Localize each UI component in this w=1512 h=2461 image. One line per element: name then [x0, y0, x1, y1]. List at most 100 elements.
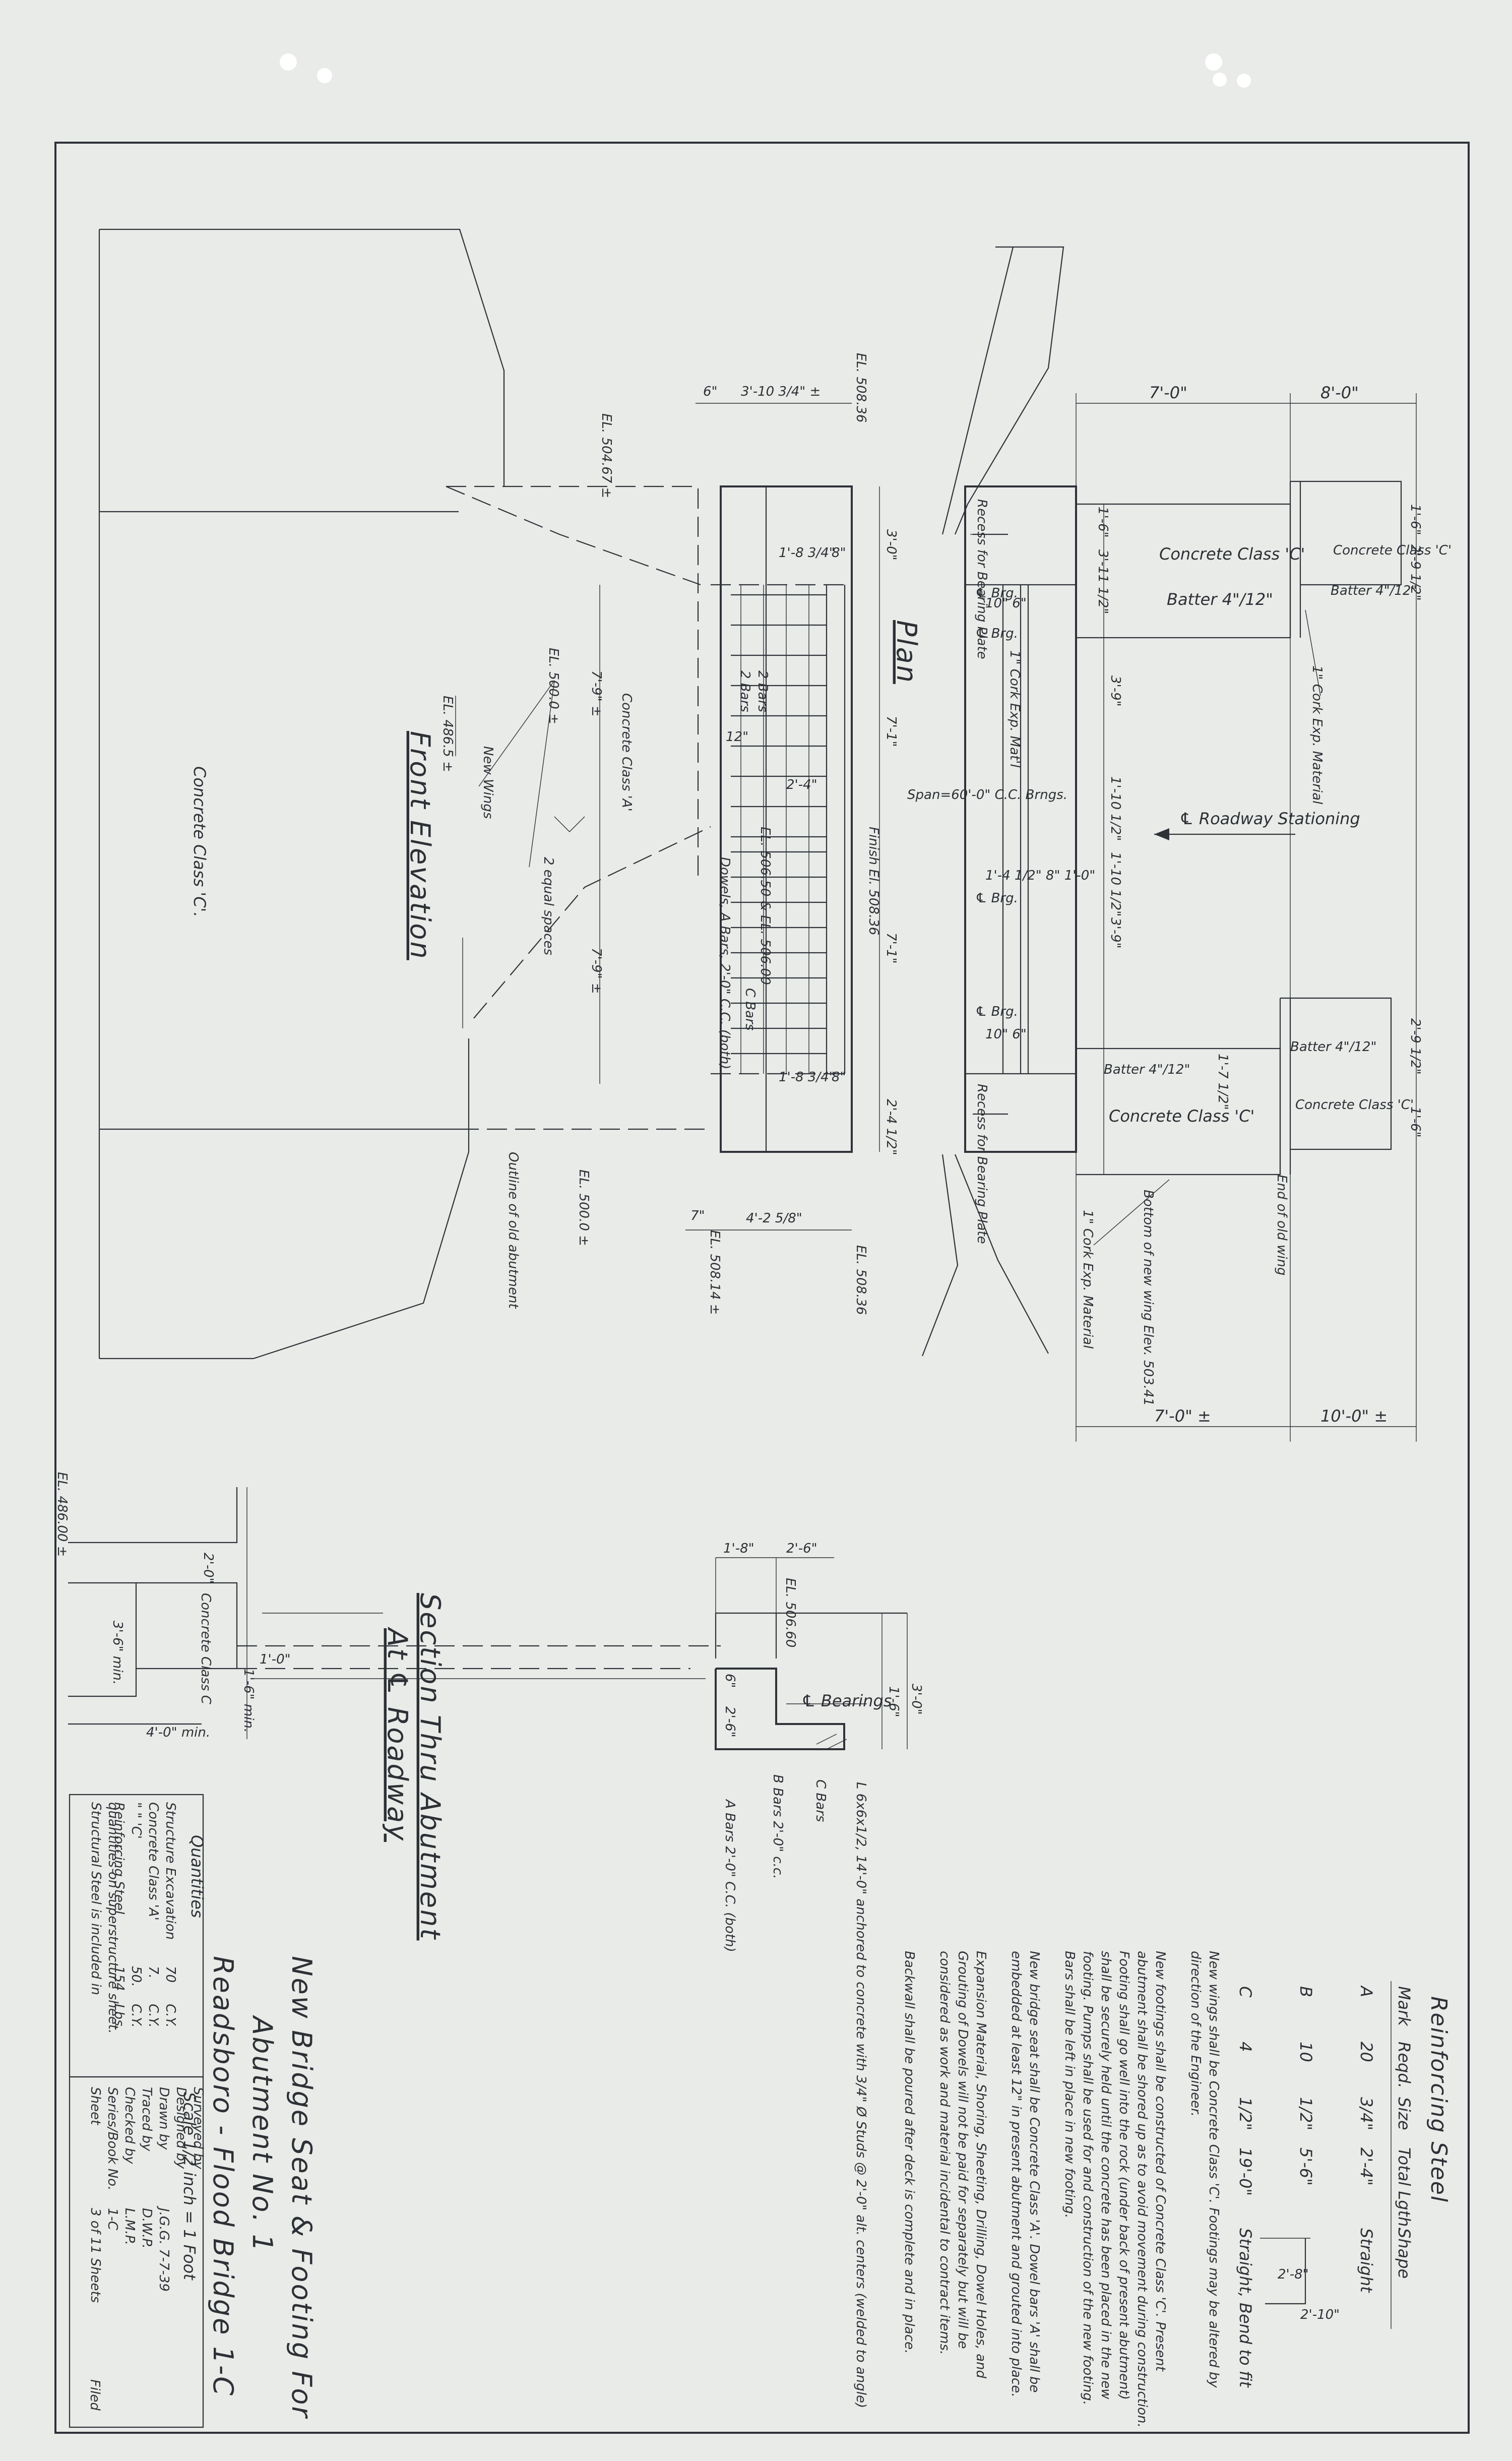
- label-dim-1-6-s: 1'-6": [886, 1686, 901, 1717]
- title-block-label: Sheet: [88, 2087, 103, 2125]
- title-block-value: D.W.P.: [139, 2208, 154, 2249]
- label-section-subtitle: At ℄ Roadway: [382, 1627, 413, 1842]
- label-dim-1-7: 1'-7 1/2": [1215, 1054, 1230, 1110]
- title-block-filed: Filed: [87, 2379, 102, 2411]
- label-dim-1-6-b: 1'-6": [1408, 504, 1423, 535]
- steel-table-cell: 10: [1296, 2042, 1315, 2062]
- label-section-title: Section Thru Abutment: [414, 1593, 446, 1940]
- label-section-min2: 3'-6" min.: [110, 1621, 125, 1685]
- label-batter-wing-upper: Batter 4"/12": [1331, 583, 1417, 598]
- label-dim-2-4-b: 2'-4 1/2": [884, 1099, 899, 1155]
- steel-table-cell: C: [1236, 1986, 1255, 1998]
- quantity-unit: Lbs.: [111, 2004, 127, 2031]
- label-dim-1-10-a: 1'-10 1/2": [1108, 776, 1123, 841]
- label-dim-2-9-b: 2'-9 1/2": [1408, 1018, 1423, 1075]
- label-bearings: ℄ Bearings: [801, 1691, 892, 1710]
- label-section-min: 1'-6" min.: [241, 1669, 256, 1733]
- label-b-bars: B Bars 2'-0" c.c.: [770, 1774, 785, 1879]
- steel-table-cell: 2'-4": [1357, 2147, 1376, 2186]
- steel-table-title: Reinforcing Steel: [1426, 1996, 1452, 2203]
- label-dim-1-0-s: 1'-0": [260, 1652, 291, 1667]
- quantities-title: Quantities: [187, 1835, 207, 1918]
- label-dim-7-in: 7": [690, 1208, 705, 1223]
- label-el-500-bot: EL. 500.0 ±: [576, 1170, 591, 1246]
- label-batter-wing-lower: Batter 4"/12": [1290, 1039, 1376, 1055]
- bridge-seat-elevation: [711, 485, 853, 1153]
- title-block-value: 1-C: [105, 2208, 120, 2231]
- quantity-unit: C.Y.: [163, 2004, 178, 2027]
- label-cork-lower: 1" Cork Exp. Material: [1080, 1210, 1095, 1349]
- label-dim-4-2: 4'-2 5/8": [746, 1211, 802, 1226]
- label-outline-old-abutment: Outline of old abutment: [506, 1152, 521, 1309]
- label-dim-3-10: 3'-10 3/4" ±: [741, 384, 821, 399]
- steel-table-cell: 1/2": [1296, 2097, 1315, 2130]
- steel-table-cell: 5'-6": [1296, 2147, 1315, 2186]
- label-concrete-c-upper: Concrete Class 'C': [1159, 544, 1305, 564]
- steel-table-cell: 3/4": [1357, 2097, 1376, 2130]
- label-dim-1-8-a: 1'-8 3/4": [779, 545, 835, 561]
- quantity-item: Reinforcing Steel: [111, 1802, 127, 1915]
- quantity-item: Concrete Class 'A': [146, 1802, 161, 1921]
- drawing-title-line: New Bridge Seat & Footing For: [286, 1956, 318, 2419]
- label-dim-2-4: 2'-4": [786, 777, 817, 792]
- label-roadway: ℄ Roadway Stationing: [1179, 809, 1360, 828]
- label-el-508-14: EL. 508.14 ±: [707, 1230, 722, 1315]
- label-el-504: EL. 504.67 ±: [599, 413, 614, 498]
- label-dim-10-6-a: 10" 6": [985, 596, 1027, 611]
- note-item: New wings shall be Concrete Class 'C'. F…: [1188, 1951, 1221, 2388]
- label-recess-lower: Recess for Bearing Plate: [974, 1084, 989, 1244]
- steel-table-cell: 1/2": [1236, 2097, 1255, 2130]
- label-a-bars-section: A Bars 2'-0" C.C. (both): [722, 1799, 737, 1952]
- label-dim-1-10-b: 1'-10 1/2": [1108, 852, 1123, 916]
- steel-table-header: Total Lgth.: [1395, 2147, 1414, 2232]
- label-dim-2-10: 2'-10": [1300, 2307, 1340, 2322]
- title-block-label: Traced by: [139, 2087, 154, 2151]
- steel-table-cell: 4: [1236, 2042, 1255, 2052]
- label-recess-upper: Recess for Bearing Plate: [974, 499, 989, 659]
- title-block-label: Drawn by: [156, 2087, 171, 2150]
- label-concrete-c-wing-upper: Concrete Class 'C': [1333, 543, 1452, 558]
- label-el-500-top: EL. 500.0 ±: [546, 648, 561, 724]
- label-brg-2: ℄ Brg.: [975, 891, 1018, 906]
- section-thru-abutment: [68, 1487, 908, 1750]
- label-cork-seat: 1" Cork Exp. Mat'l: [1007, 650, 1022, 768]
- label-dim-1-8-b: 1'-8 3/4": [779, 1070, 835, 1085]
- label-concrete-c-lower: Concrete Class 'C': [1109, 1106, 1254, 1126]
- label-dim-3-9-a: 3'-9": [1108, 675, 1123, 707]
- quantity-value: 154: [111, 1966, 127, 1991]
- label-cork-upper: 1" Cork Exp. Material: [1309, 665, 1325, 805]
- label-dim-7-0-top: 7'-0": [1149, 383, 1187, 402]
- label-bars-2: 2 Bars: [755, 670, 770, 712]
- note-item: Expansion Material, Shoring, Sheeting, D…: [937, 1951, 988, 2378]
- footing-outline: [98, 228, 711, 1360]
- note-text: Expansion Material, Shoring, Sheeting, D…: [937, 1951, 988, 2378]
- steel-table-header: Mark: [1395, 1986, 1414, 2026]
- label-new-wings: New Wings: [480, 746, 495, 819]
- rebar-grid: [731, 585, 827, 1074]
- label-dim-3-11: 3'-11 1/2": [1095, 549, 1110, 614]
- quantity-unit: C.Y.: [129, 2004, 144, 2027]
- label-dim-7-9-b: 7'-9" ±: [589, 948, 604, 994]
- drawing-title-line: Readsboro - Flood Bridge 1-C: [207, 1956, 239, 2397]
- label-dim-1-8-s: 1'-8": [723, 1541, 754, 1556]
- label-dim-8-0: 8'-0": [1320, 383, 1359, 402]
- quantity-value: 50.: [129, 1966, 144, 1987]
- note-item: New footings shall be constructed of Con…: [1062, 1951, 1168, 2428]
- steel-table-cell: 19'-0": [1236, 2147, 1255, 2196]
- label-dim-1-4-8: 1'-4 1/2" 8" 1'-0": [985, 868, 1095, 883]
- label-el-508-36-top: EL. 508.36: [853, 353, 868, 422]
- steel-table-cell: A: [1357, 1985, 1376, 1997]
- steel-table-header: Reqd.: [1395, 2042, 1414, 2088]
- label-dim-7-0-bot: 7'-0" ±: [1154, 1406, 1211, 1426]
- note-item: Backwall shall be poured after deck is c…: [902, 1951, 917, 2354]
- label-dim-7-1-a: 7'-1": [884, 716, 899, 747]
- label-brg-4: ℄ Brg.: [975, 586, 1018, 601]
- label-wall-concrete-c: Concrete Class C: [198, 1593, 213, 1705]
- label-dim-1-6-c: 1'-6": [1408, 1106, 1423, 1138]
- label-bars-1: 2 Bars: [737, 670, 752, 712]
- steel-table-cell: Straight: [1357, 2228, 1376, 2293]
- label-angle-note: L 6x6x1/2, 14'-0" anchored to concrete w…: [853, 1782, 868, 2408]
- title-block-label: Surveyed by: [191, 2087, 206, 2170]
